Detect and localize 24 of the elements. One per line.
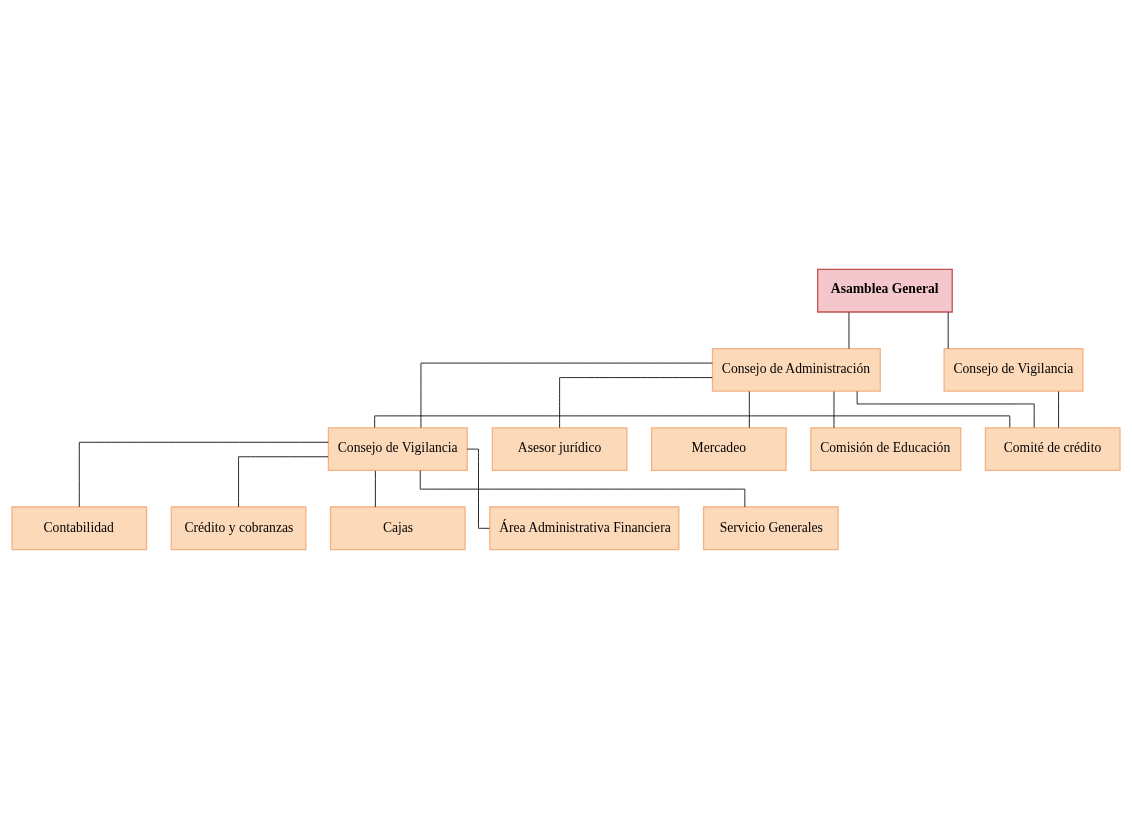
connector [559,376,713,428]
connector [420,362,713,428]
node-box: Mercadeo [650,426,787,471]
node-box: Consejo de Vigilancia [943,347,1084,392]
node-box: Comisión de Educación [810,426,962,471]
node-box: Crédito y cobranzas [170,505,307,550]
node-box: Consejo de Vigilancia [327,426,468,471]
connector [374,414,1011,428]
node-box: Cajas [329,505,466,550]
connector [78,441,329,507]
node-box: Contabilidad [11,505,148,550]
connector [833,390,835,428]
connector [748,390,750,428]
connector [1058,390,1059,428]
node-box: Área Administrativa Financiera [489,505,680,550]
connector [374,469,376,507]
node-box: Asamblea General [817,268,953,313]
node-box: Consejo de Administración [711,347,881,392]
node-box: Servicio Generales [702,505,839,550]
connector [238,455,329,507]
node-box: Comité de crédito [984,426,1121,471]
connector [419,469,746,507]
node-box: Asesor jurídico [491,426,628,471]
connector [856,390,1035,428]
